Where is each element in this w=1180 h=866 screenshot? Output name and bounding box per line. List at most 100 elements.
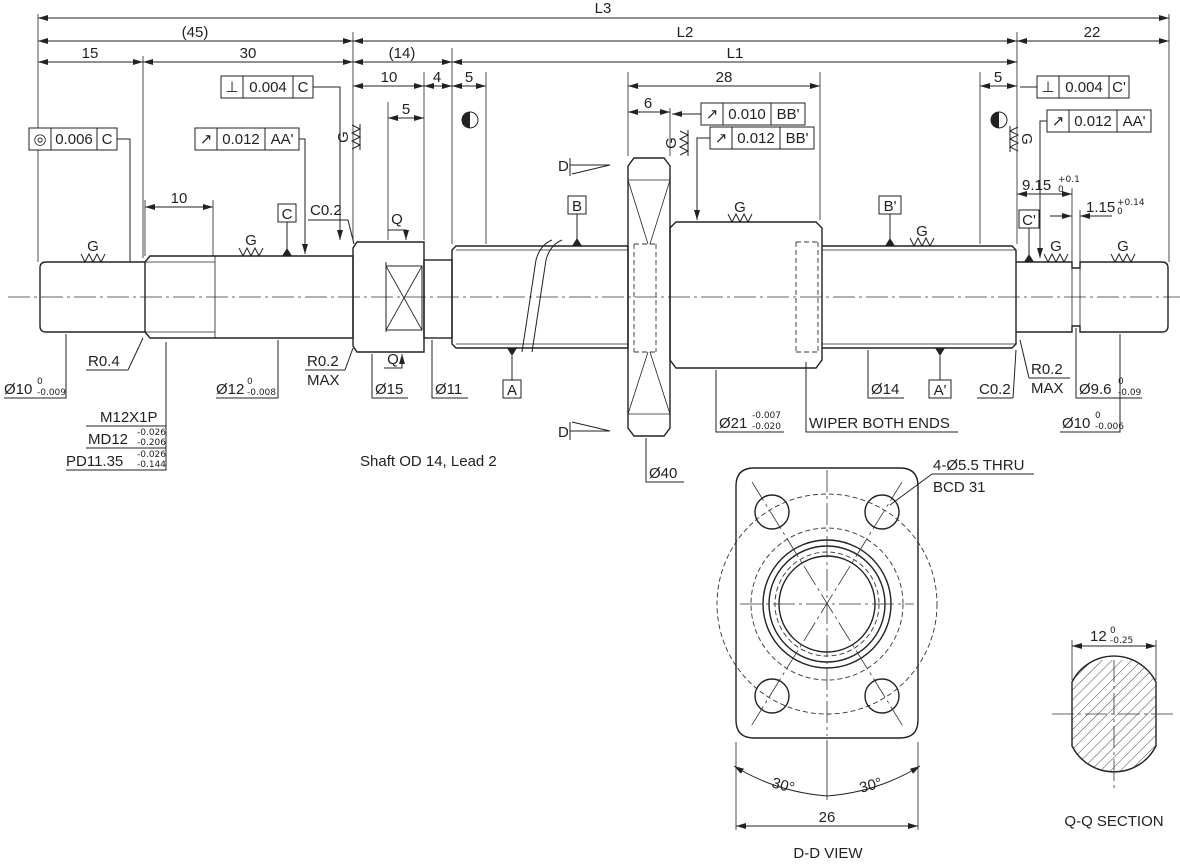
notes-and-leaders: C0.2 Q Q D D R0.4 R0.2 MAX WIPER BOTH EN… [66,158,1070,471]
diameter-11: Ø11 [435,381,462,398]
svg-text:G: G [335,131,352,143]
bcd-note: BCD 31 [933,479,986,496]
dim-12-flat: 12 [1090,628,1107,645]
svg-text:-0.25: -0.25 [1110,636,1133,646]
dim-l3: L3 [595,0,612,17]
fcf-runout-left: ↗ 0.012 AA' [194,127,308,254]
holes-note: 4-Ø5.5 THRU [933,457,1024,474]
svg-text:0.004: 0.004 [1065,79,1103,96]
svg-text:BB': BB' [777,106,800,123]
diameter-10-right: Ø10 [1062,415,1090,432]
chamfer-note-left: C0.2 [310,202,342,219]
diameter-15: Ø15 [375,381,403,398]
svg-text:-0.020: -0.020 [752,422,781,432]
runout-icon: ↗ [715,130,728,147]
dimension-texts: L3 (45) L2 22 15 30 (14) L1 10 4 5 28 5 … [82,0,1145,217]
radius-max-right: MAX [1031,380,1064,397]
half-circle-icon [990,111,1008,129]
svg-text:0.012: 0.012 [1074,113,1112,130]
datum-c-prime: C' [1022,212,1036,229]
diameter-9-6: Ø9.6 [1079,381,1112,398]
svg-text:C': C' [1112,79,1126,96]
dim-1-15-tol-lo: 0 [1117,207,1123,217]
angle-30-right: 30° [858,775,884,797]
svg-text:-0.009: -0.009 [37,388,66,398]
datum-b: B [572,198,582,215]
dimension-lines [37,14,1170,262]
svg-text:-0.206: -0.206 [137,438,166,448]
section-q-bottom: Q [387,351,399,368]
fcf-perpendicularity-left: ⊥ 0.004 C [220,75,343,240]
shaft-outline [39,157,1169,437]
dim-4: 4 [433,69,441,86]
radius-note-left: R0.4 [88,353,120,370]
svg-text:-0.026: -0.026 [137,428,166,438]
svg-text:-0.006: -0.006 [1095,422,1124,432]
svg-text:-0.144: -0.144 [137,460,166,470]
svg-text:0: 0 [37,377,43,387]
section-d-top: D [558,158,569,175]
svg-text:0.012: 0.012 [737,130,775,147]
runout-icon: ↗ [706,106,719,123]
diameter-labels: Ø10 0 -0.009 Ø12 0 -0.008 Ø15 Ø11 Ø21 -0… [4,328,1142,483]
svg-text:BB': BB' [786,130,809,147]
svg-text:G: G [916,223,928,240]
datum-c: C [282,206,293,223]
diameter-21: Ø21 [719,415,747,432]
svg-text:0.010: 0.010 [728,106,766,123]
dim-5-q: 5 [402,101,410,118]
svg-text:G: G [1018,133,1035,145]
svg-text:0.006: 0.006 [55,131,93,148]
dd-view-title: D-D VIEW [793,845,863,862]
dim-5-left: 5 [465,69,473,86]
dim-10-thread: 10 [171,190,188,207]
fcf-runout-right: ↗ 0.012 AA' [1037,109,1152,258]
dim-1-15-tol-up: +0.14 [1117,198,1145,208]
fcf-runout-nut-2: ↗ 0.012 BB' [694,126,815,220]
radius-note-right: R0.2 [1031,361,1063,378]
thread-spec: M12X1P [100,409,158,426]
caption: Shaft OD 14, Lead 2 [360,453,497,470]
svg-text:0: 0 [1095,411,1101,421]
svg-text:AA': AA' [1123,113,1146,130]
dim-6: 6 [644,95,652,112]
dim-45: (45) [182,24,209,41]
svg-text:G: G [1050,238,1062,255]
runout-icon: ↗ [200,131,213,148]
radius-note-mid: R0.2 [307,353,339,370]
dim-22: 22 [1084,24,1101,41]
svg-text:-0.008: -0.008 [247,388,276,398]
dim-9-15: 9.15 [1022,177,1051,194]
dim-9-15-tol-up: +0.1 [1058,175,1080,185]
svg-text:G: G [245,232,257,249]
datum-a: A [507,382,517,399]
half-circle-icon [461,111,479,129]
svg-text:-0.09: -0.09 [1118,388,1142,398]
svg-text:0: 0 [1110,626,1116,636]
diameter-12: Ø12 [216,381,244,398]
dim-9-15-tol-lo: 0 [1058,185,1064,195]
svg-text:0.004: 0.004 [249,79,287,96]
diameter-14: Ø14 [871,381,899,398]
qq-section-title: Q-Q SECTION [1064,813,1163,830]
svg-text:G: G [734,199,746,216]
radius-max-mid: MAX [307,372,340,389]
svg-text:-0.026: -0.026 [137,450,166,460]
svg-text:0: 0 [1118,377,1124,387]
fcf-runout-nut-1: ↗ 0.010 BB' [672,102,806,126]
angle-30-left: 30° [770,775,796,797]
dim-15: 15 [82,45,99,62]
svg-text:C: C [298,79,309,96]
diameter-40: Ø40 [649,465,677,482]
perpendicularity-icon: ⊥ [225,79,238,96]
thread-major-diameter: MD12 [88,431,128,448]
diameter-10-left: Ø10 [4,381,32,398]
dim-l1: L1 [727,45,744,62]
dim-30: 30 [240,45,257,62]
datum-b-prime: B' [884,198,897,215]
fcf-coaxiality: ◎ 0.006 C [28,127,131,262]
datum-markers: C B A B' A' C' [277,195,1040,399]
perpendicularity-icon: ⊥ [1041,79,1054,96]
dd-view: 4-Ø5.5 THRU BCD 31 30° 30° 26 D-D VIEW [716,457,1034,862]
